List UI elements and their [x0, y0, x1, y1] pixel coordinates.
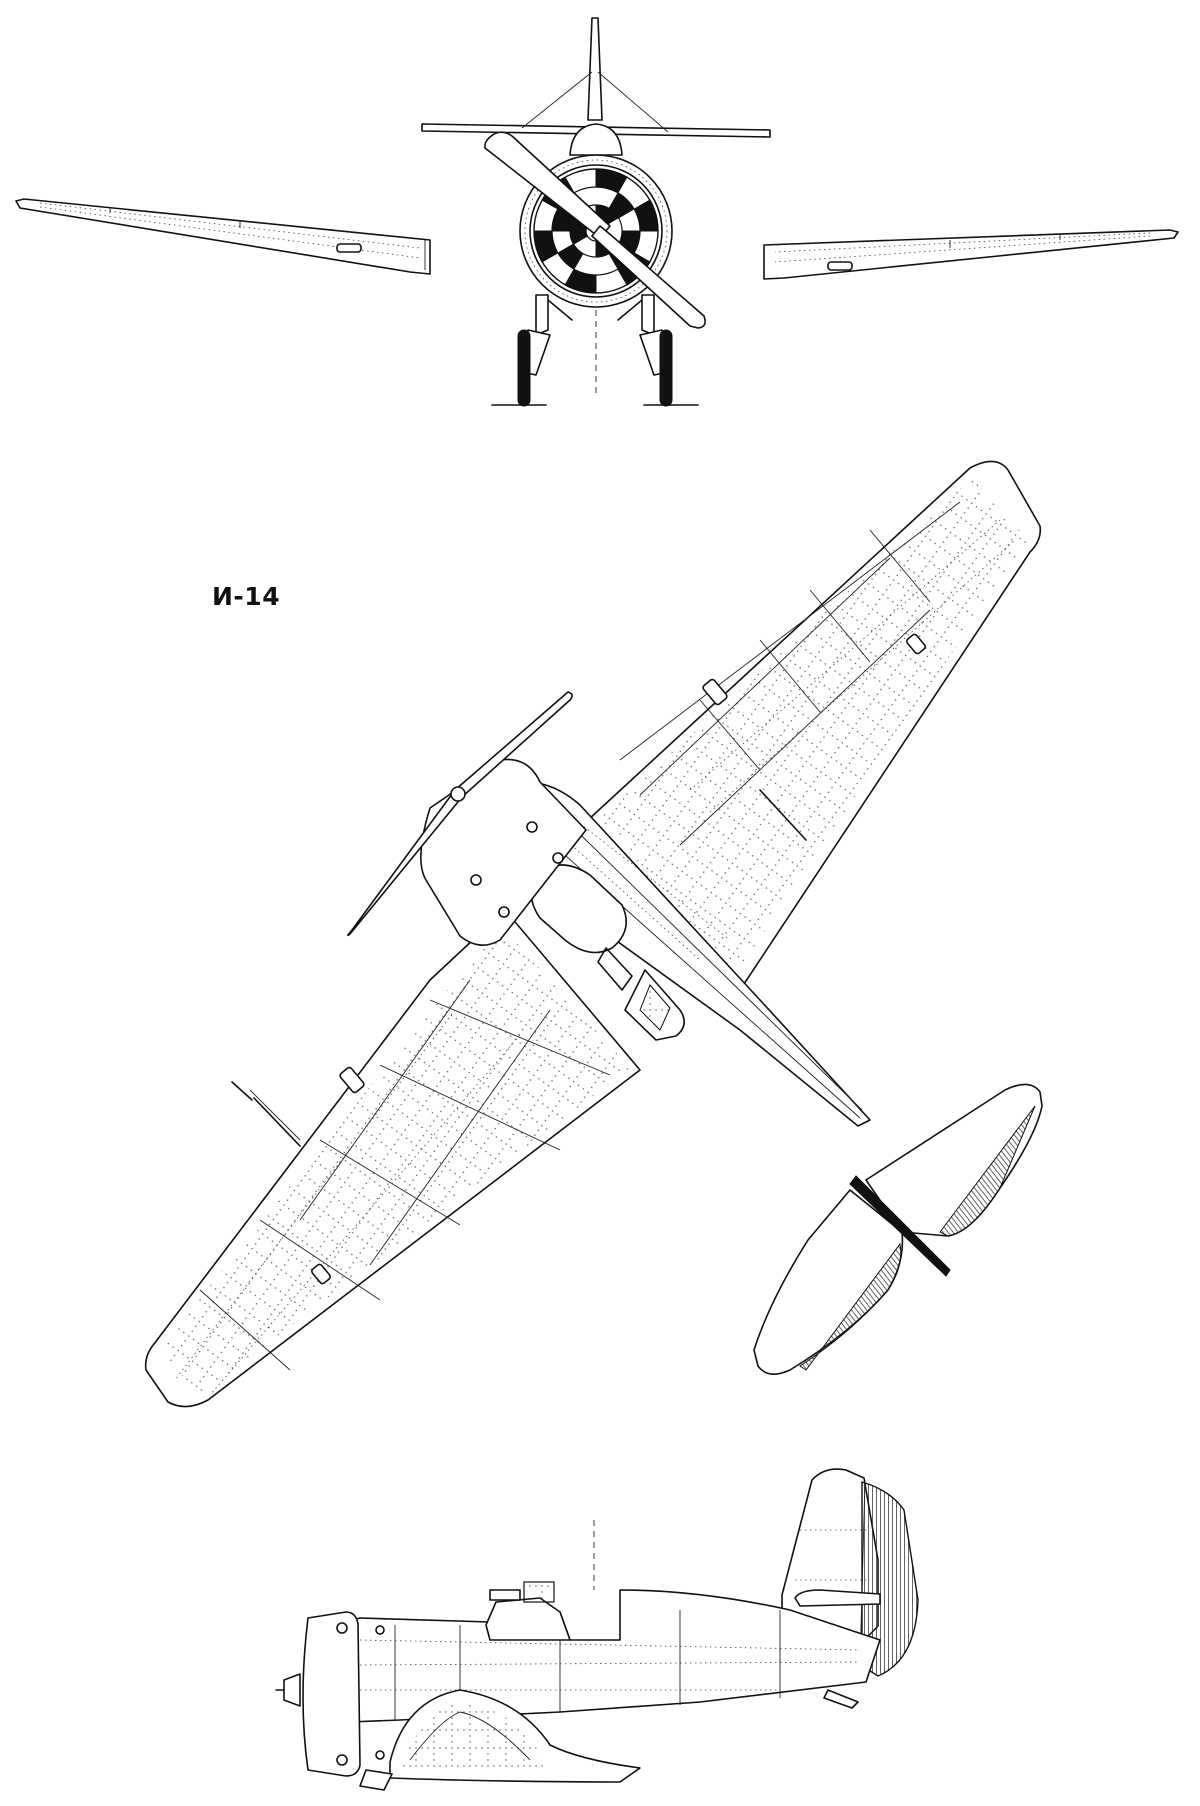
plan-view-propeller-upper	[454, 691, 573, 798]
propeller-blade-lower	[591, 225, 706, 329]
side-view	[275, 1468, 919, 1791]
plan-view-cockpit	[530, 864, 628, 954]
plan-view-propeller-lower	[347, 789, 463, 937]
front-view-wing-right	[763, 229, 1179, 280]
wing-gun-right	[759, 789, 807, 841]
side-view-rudder	[861, 1481, 919, 1677]
front-view	[15, 17, 1179, 407]
plan-view-rudder	[849, 1175, 951, 1277]
aircraft-designation-title: И-14	[212, 582, 281, 611]
side-view-spinner	[283, 1673, 301, 1707]
side-view-engine-cowling	[302, 1611, 361, 1777]
side-view-landing-gear	[359, 1769, 393, 1791]
front-view-wing-left	[15, 198, 431, 275]
front-view-canopy	[569, 123, 623, 156]
side-view-cockpit	[485, 1597, 571, 1641]
front-view-landing-gear	[491, 294, 699, 407]
side-view-gunsight	[523, 1581, 555, 1603]
front-view-fin	[587, 17, 603, 121]
plan-view-spinner	[450, 786, 466, 802]
plan-view	[144, 460, 1043, 1408]
plan-view-engine-cowling	[420, 758, 587, 946]
wing-gun-left	[253, 1097, 301, 1147]
side-view-tail-skid	[823, 1689, 859, 1709]
side-view-tailplane	[794, 1589, 881, 1607]
